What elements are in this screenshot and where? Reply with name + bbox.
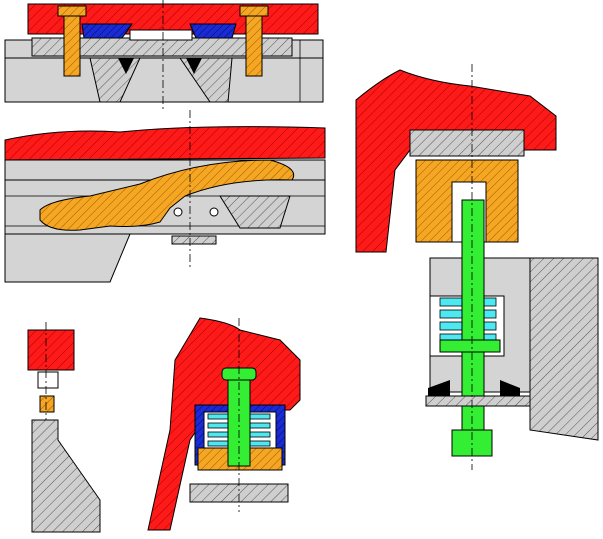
red-body	[147, 317, 301, 531]
detail-small-view	[27, 322, 101, 533]
detail-plunger-view	[147, 317, 301, 531]
hinge-pin-a	[173, 207, 183, 217]
top-section-view	[4, 0, 324, 110]
red-block	[27, 329, 75, 371]
grey-angle-bracket	[31, 419, 101, 533]
middle-section-view	[4, 110, 326, 283]
green-collar	[439, 339, 501, 353]
orange-bolt-right-shank	[245, 15, 263, 77]
grey-seat	[425, 395, 531, 407]
red-lid	[4, 126, 326, 161]
blue-seal-left	[81, 23, 133, 39]
spring-plunger	[171, 235, 217, 245]
black-washer-right	[500, 380, 520, 396]
orange-bolt-right-head	[239, 5, 269, 17]
orange-lever-handle	[39, 159, 295, 231]
grey-hinge-block	[219, 195, 291, 229]
orange-bolt-left-shank	[63, 15, 81, 77]
black-wedge-left	[118, 58, 134, 74]
grey-bracket-wall	[529, 257, 599, 441]
black-washer-left	[428, 380, 450, 396]
detail-large-view	[355, 64, 599, 470]
orange-latch	[39, 395, 55, 413]
grey-lower-wedge	[4, 233, 131, 283]
orange-bolt-left-head	[57, 5, 87, 17]
hinge-pin-b	[209, 207, 219, 217]
centre-gap	[129, 29, 193, 41]
blue-seal-right	[189, 23, 237, 39]
grey-plate	[409, 129, 525, 157]
red-arm	[355, 69, 557, 253]
black-wedge-right	[186, 58, 202, 74]
